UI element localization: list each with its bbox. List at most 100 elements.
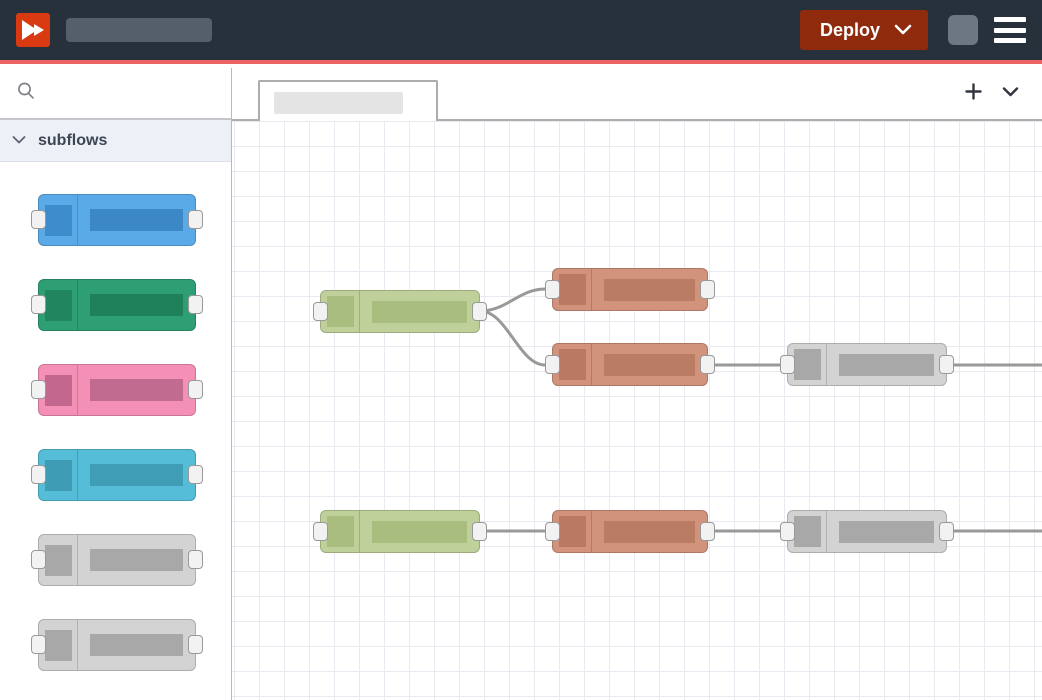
node-icon-cell — [39, 195, 78, 245]
node-type-icon — [558, 516, 586, 547]
node-label-cell — [360, 300, 479, 323]
node-output-port[interactable] — [700, 521, 715, 541]
node-output-port[interactable] — [188, 295, 203, 314]
flow-tab-1-label — [274, 91, 403, 114]
flow-node-orange-2[interactable] — [545, 343, 715, 386]
node-output-port[interactable] — [188, 550, 203, 569]
node-type-icon — [558, 274, 586, 305]
palette-item[interactable] — [0, 178, 231, 263]
node-output-port[interactable] — [188, 465, 203, 484]
node-output-port[interactable] — [939, 354, 954, 374]
node-input-port[interactable] — [313, 521, 328, 541]
node-icon-cell — [553, 269, 592, 310]
palette-node-4[interactable] — [31, 449, 203, 501]
node-label-cell — [592, 353, 707, 376]
node-label — [839, 520, 934, 543]
node-output-port[interactable] — [188, 380, 203, 399]
node-output-port[interactable] — [188, 210, 203, 229]
node-output-port[interactable] — [472, 521, 487, 541]
node-label — [839, 353, 934, 376]
node-output-port[interactable] — [700, 354, 715, 374]
flow-canvas[interactable] — [232, 121, 1042, 700]
palette-node-6[interactable] — [31, 619, 203, 671]
wire-green1-to-orange2[interactable] — [479, 309, 546, 367]
chevron-down-icon[interactable] — [1001, 85, 1020, 103]
node-label — [90, 549, 183, 571]
user-avatar-placeholder[interactable] — [948, 15, 978, 45]
palette-node-1[interactable] — [31, 194, 203, 246]
palette-item[interactable] — [0, 603, 231, 688]
node-output-port[interactable] — [939, 521, 954, 541]
node-input-port[interactable] — [313, 301, 328, 321]
node-output-port[interactable] — [700, 279, 715, 299]
palette-item[interactable] — [0, 348, 231, 433]
palette-node-3[interactable] — [31, 364, 203, 416]
node-type-icon — [44, 204, 72, 236]
node-input-port[interactable] — [545, 279, 560, 299]
node-label — [604, 520, 695, 543]
node-type-icon — [326, 296, 354, 327]
flow-tab-1[interactable] — [258, 80, 438, 123]
chevron-down-icon[interactable] — [894, 20, 912, 41]
node-output-port[interactable] — [472, 301, 487, 321]
node-icon-cell — [321, 511, 360, 552]
node-label — [90, 464, 183, 486]
node-icon-cell — [788, 344, 827, 385]
node-input-port[interactable] — [545, 354, 560, 374]
node-input-port[interactable] — [31, 635, 46, 654]
palette-node-5[interactable] — [31, 534, 203, 586]
palette-search-bar[interactable] — [0, 68, 231, 120]
node-type-icon — [44, 544, 72, 576]
wire-green1-to-orange1[interactable] — [479, 287, 546, 313]
node-input-port[interactable] — [31, 465, 46, 484]
flow-node-gray-2[interactable] — [780, 510, 954, 553]
flow-node-gray-1[interactable] — [780, 343, 954, 386]
flow-tab-bar — [232, 68, 1042, 123]
node-red-logo-icon[interactable] — [16, 13, 50, 47]
palette-item[interactable] — [0, 263, 231, 348]
hamburger-menu-icon[interactable] — [994, 17, 1026, 43]
palette-group-subflows[interactable]: subflows — [0, 120, 231, 162]
deploy-button[interactable]: Deploy — [799, 10, 928, 50]
app-header: Deploy — [0, 0, 1042, 64]
node-label — [90, 209, 183, 231]
node-icon-cell — [39, 450, 78, 500]
node-input-port[interactable] — [780, 354, 795, 374]
node-input-port[interactable] — [780, 521, 795, 541]
node-icon-cell — [553, 344, 592, 385]
tab-bar-actions — [964, 68, 1030, 119]
node-input-port[interactable] — [31, 210, 46, 229]
node-icon-cell — [788, 511, 827, 552]
menu-bar-3 — [994, 38, 1026, 43]
palette-node-2[interactable] — [31, 279, 203, 331]
node-icon-cell — [321, 291, 360, 332]
flow-node-green-1[interactable] — [313, 290, 487, 333]
node-label — [372, 520, 467, 543]
flow-node-orange-3[interactable] — [545, 510, 715, 553]
node-label-cell — [78, 464, 195, 486]
node-type-icon — [793, 349, 821, 380]
menu-bar-1 — [994, 17, 1026, 22]
flow-node-green-2[interactable] — [313, 510, 487, 553]
palette-item[interactable] — [0, 518, 231, 603]
node-input-port[interactable] — [31, 550, 46, 569]
chevron-down-icon — [12, 132, 26, 150]
node-input-port[interactable] — [545, 521, 560, 541]
flow-node-orange-1[interactable] — [545, 268, 715, 311]
node-icon-cell — [39, 535, 78, 585]
palette-item[interactable] — [0, 433, 231, 518]
node-output-port[interactable] — [188, 635, 203, 654]
node-label — [90, 294, 183, 316]
palette-node-list — [0, 162, 231, 688]
node-input-port[interactable] — [31, 295, 46, 314]
node-label-cell — [78, 294, 195, 316]
palette-sidebar: subflows — [0, 68, 232, 700]
node-label — [90, 379, 183, 401]
plus-icon[interactable] — [964, 82, 983, 106]
node-label-cell — [78, 549, 195, 571]
node-type-icon — [44, 459, 72, 491]
node-icon-cell — [39, 280, 78, 330]
node-label — [604, 353, 695, 376]
node-input-port[interactable] — [31, 380, 46, 399]
